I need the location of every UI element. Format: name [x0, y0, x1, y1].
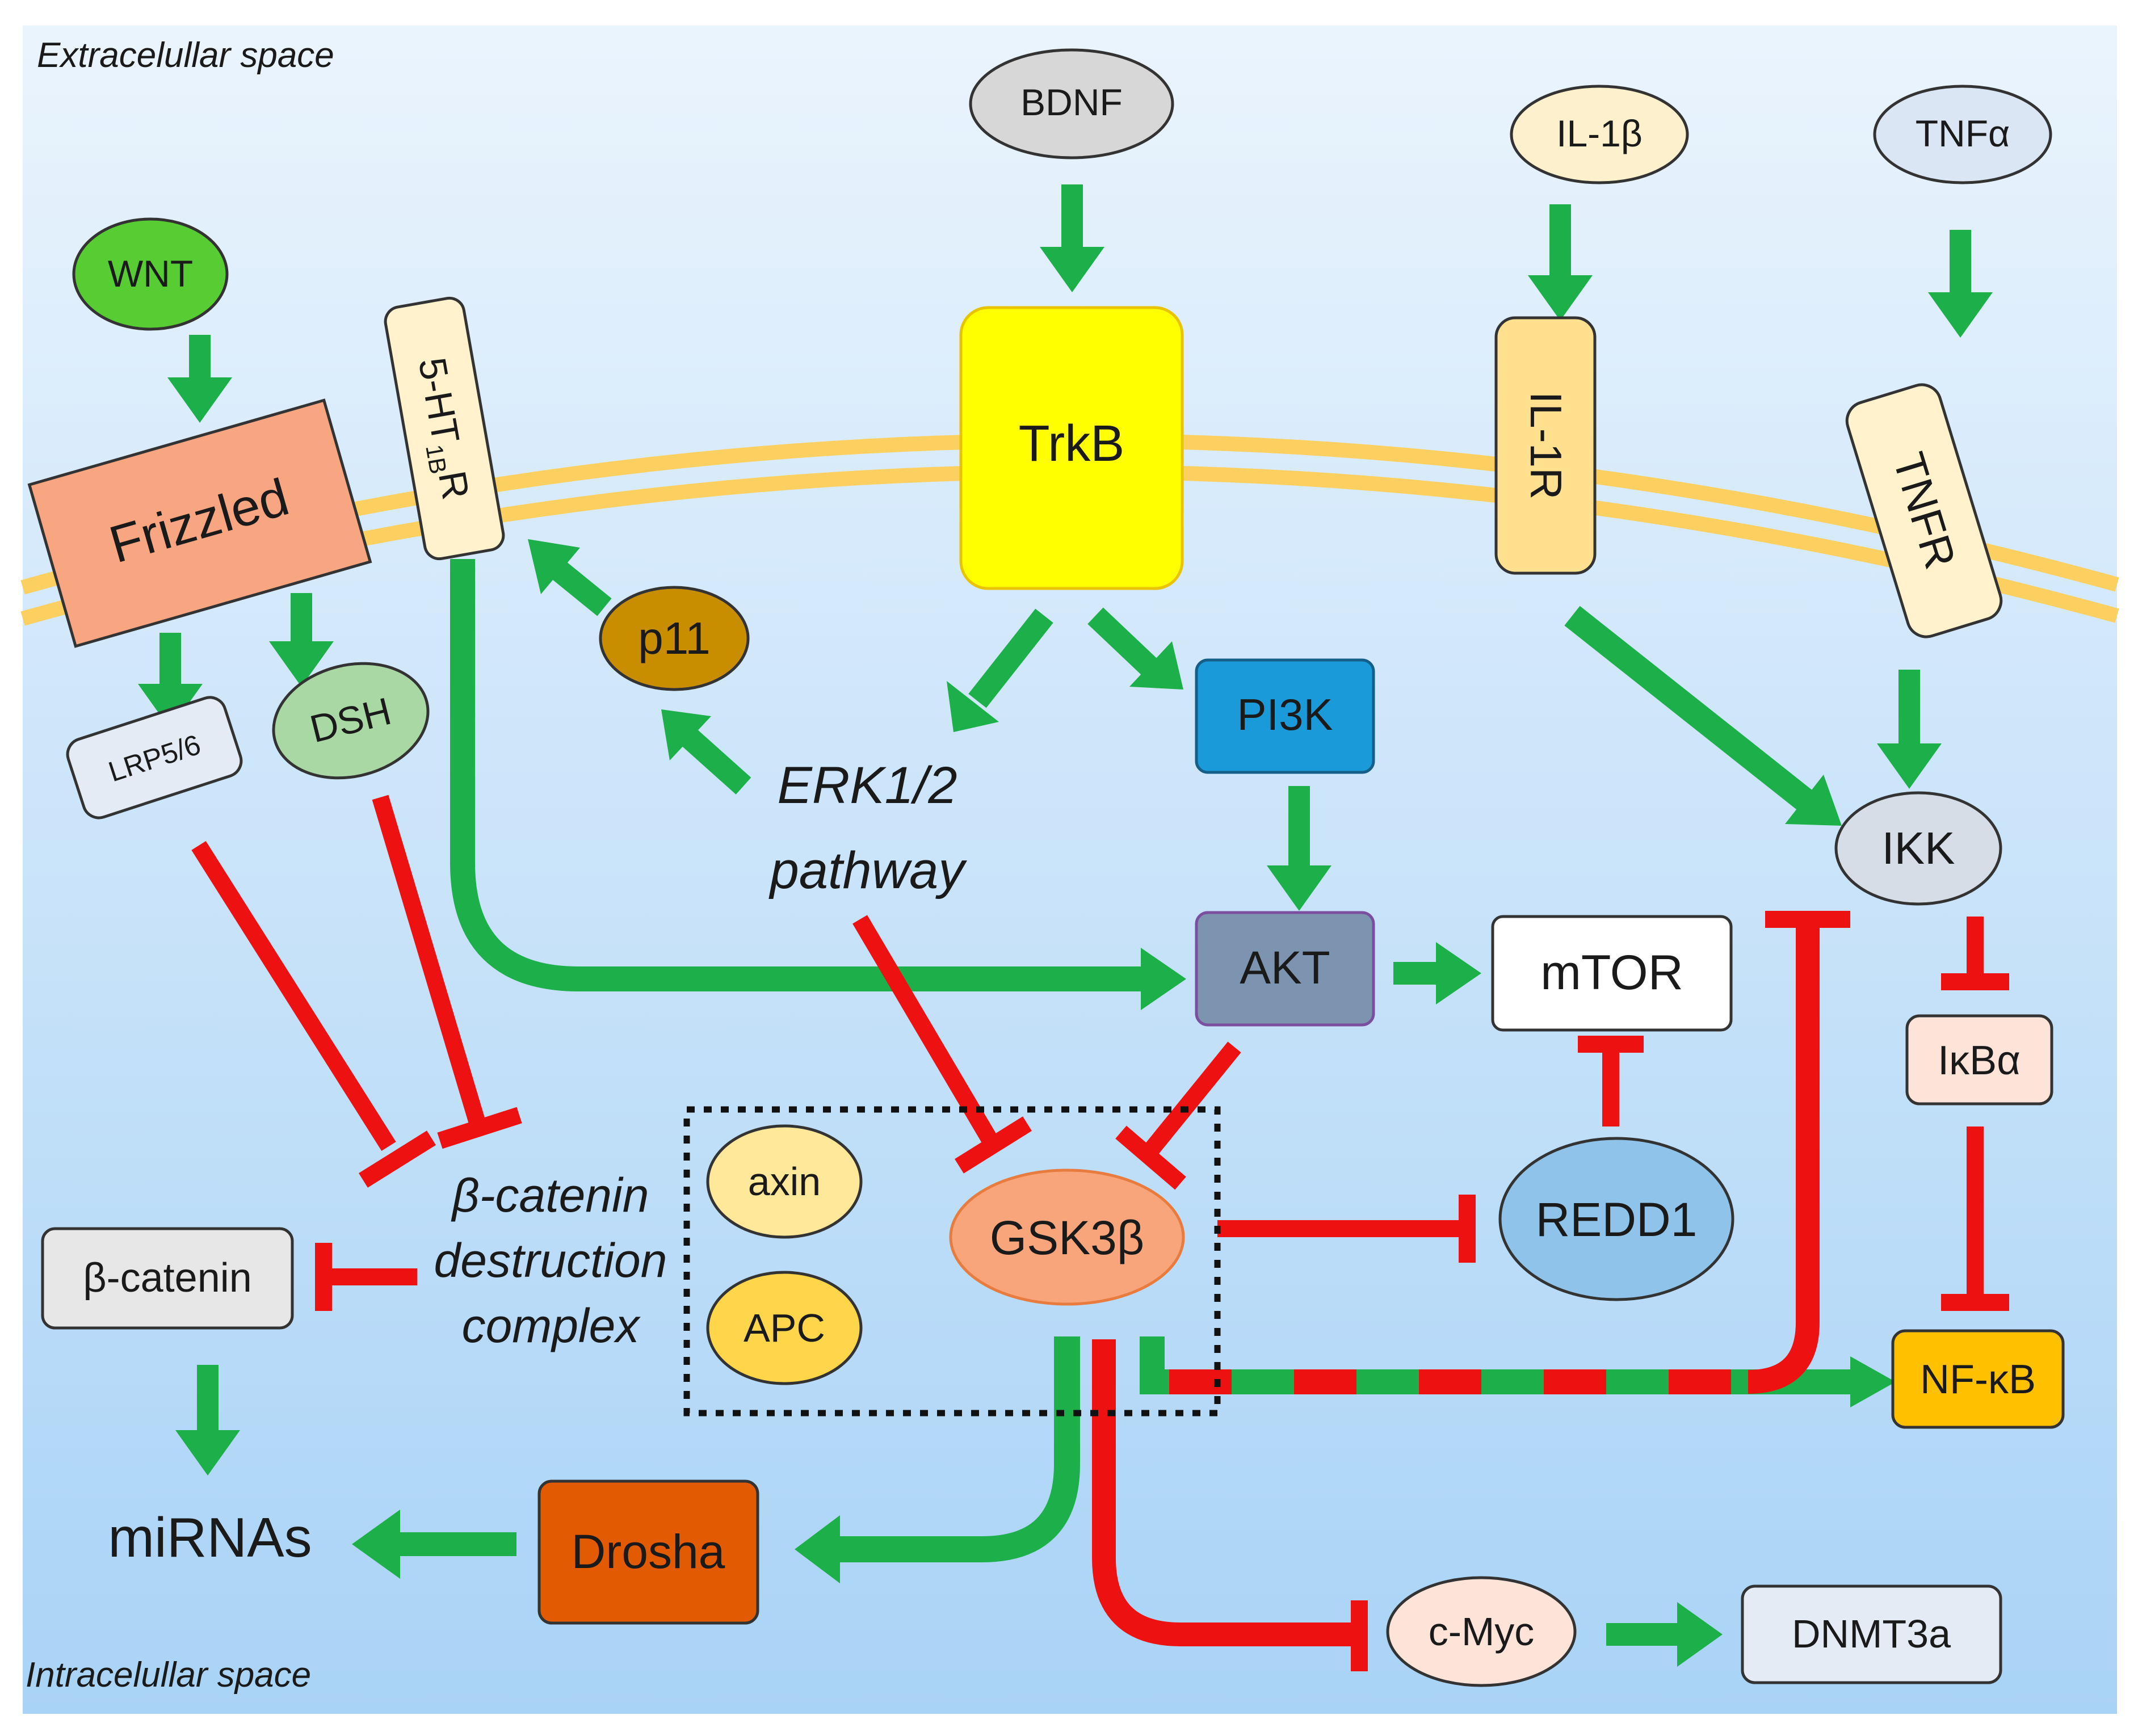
svg-text:axin: axin — [748, 1159, 821, 1204]
inhibit-gsk3b-to-cmyc — [1092, 1339, 1368, 1671]
svg-text:c-Myc: c-Myc — [1429, 1609, 1535, 1654]
node-mirnas: miRNAs — [108, 1506, 312, 1569]
node-5ht1br: 5-HT1BR — [384, 296, 505, 561]
extracellular-label: Extracelullar space — [37, 36, 334, 75]
svg-text:IL-1R: IL-1R — [1521, 392, 1571, 500]
node-il1b: IL-1β — [1510, 85, 1689, 184]
arrow-frizzled-to-dsh — [269, 593, 334, 687]
inhibit-ikk-nfkb-path — [1748, 911, 1850, 1394]
svg-text:IκBα: IκBα — [1938, 1038, 2021, 1083]
node-cmyc: c-Myc — [1386, 1576, 1577, 1687]
svg-text:ERK1/2: ERK1/2 — [777, 756, 957, 814]
node-tnfr: TNFR — [1845, 383, 2003, 638]
svg-text:DNMT3a: DNMT3a — [1792, 1612, 1951, 1656]
node-bdnf: BDNF — [969, 48, 1174, 159]
svg-text:destruction: destruction — [434, 1234, 667, 1287]
arrow-p11-to-5ht1br — [528, 539, 612, 616]
svg-text:WNT: WNT — [108, 253, 193, 295]
node-trkb: TrkB — [959, 306, 1184, 590]
svg-text:β-catenin: β-catenin — [451, 1168, 649, 1222]
node-beta-catenin: β-catenin — [41, 1227, 294, 1330]
node-destruction-complex-label: β-catenin destruction complex — [434, 1168, 667, 1352]
svg-text:p11: p11 — [638, 613, 711, 663]
intracellular-label: Intracelullar space — [26, 1655, 311, 1695]
node-mtor: mTOR — [1491, 915, 1733, 1032]
arrow-gsk3b-to-nfkb — [1140, 1336, 1853, 1394]
arrow-il1r-to-ikk — [1564, 606, 1842, 826]
activation-arrows — [138, 184, 1993, 1667]
inhibit-destruction-complex-to-bcat — [315, 1243, 417, 1311]
arrow-trkb-to-erk — [947, 608, 1053, 732]
arrow-gsk3b-to-drosha — [837, 1336, 1080, 1562]
svg-text:Drosha: Drosha — [572, 1525, 725, 1578]
destruction-complex-box — [683, 1106, 1221, 1416]
arrow-cmyc-to-dnmt3a — [1606, 1602, 1723, 1667]
node-axin: axin — [706, 1124, 863, 1239]
svg-text:IL-1β: IL-1β — [1556, 112, 1643, 154]
svg-text:AKT: AKT — [1240, 942, 1330, 994]
node-pi3k: PI3K — [1195, 658, 1375, 774]
inhibit-erk-to-gsk3b — [852, 915, 1032, 1174]
node-wnt: WNT — [72, 217, 229, 331]
arrow-tnfa-to-tnfr — [1928, 230, 1993, 338]
arrow-pi3k-to-akt — [1267, 786, 1331, 911]
node-ikba: IκBα — [1905, 1014, 2053, 1106]
activation-strokes — [450, 539, 1853, 1562]
inhibition-lines — [191, 795, 2009, 1671]
svg-text:BDNF: BDNF — [1020, 81, 1123, 123]
arrowhead-nfkb — [1850, 1356, 1896, 1407]
node-apc: APC — [706, 1271, 863, 1385]
svg-text:IKK: IKK — [1882, 823, 1955, 873]
arrow-5ht1br-to-akt — [450, 559, 1144, 991]
svg-text:complex: complex — [462, 1299, 641, 1352]
inhibit-akt-to-gsk3b — [1115, 1041, 1241, 1190]
node-gsk3b: GSK3β — [949, 1168, 1185, 1306]
arrow-trkb-to-pi3k — [1087, 607, 1183, 690]
node-p11: p11 — [599, 586, 750, 691]
svg-text:NF-κB: NF-κB — [1920, 1357, 2036, 1402]
arrowhead-drosha — [795, 1515, 840, 1583]
node-akt: AKT — [1195, 911, 1375, 1027]
node-redd1: REDD1 — [1498, 1137, 1734, 1301]
arrow-erk-to-p11 — [661, 709, 751, 795]
arrow-akt-to-mtor — [1393, 942, 1481, 1004]
arrow-bdnf-to-trkb — [1040, 184, 1104, 292]
node-ikk: IKK — [1834, 791, 2002, 906]
arrow-tnfr-to-ikk — [1877, 670, 1942, 789]
svg-text:TrkB: TrkB — [1019, 415, 1125, 472]
inhibit-lrp-to-destruction-complex — [191, 840, 436, 1188]
svg-text:β-catenin: β-catenin — [83, 1255, 252, 1301]
inhibit-gsk3b-to-redd1 — [1217, 1195, 1476, 1263]
node-nfkb: NF-κB — [1891, 1329, 2065, 1429]
inhibit-ikba-to-nfkb — [1941, 1126, 2009, 1311]
svg-text:REDD1: REDD1 — [1536, 1193, 1698, 1246]
inhibit-dsh-to-destruction-complex — [372, 795, 522, 1149]
node-drosha: Drosha — [537, 1479, 759, 1625]
node-lrp56: LRP5/6 — [66, 696, 243, 819]
svg-text:APC: APC — [744, 1306, 825, 1350]
svg-text:5-HT1BR: 5-HT1BR — [406, 355, 477, 503]
node-tnfa: TNFα — [1873, 85, 2052, 184]
arrowhead-akt-left — [1141, 948, 1186, 1010]
svg-text:mTOR: mTOR — [1540, 945, 1683, 1000]
svg-text:TNFα: TNFα — [1916, 112, 2010, 154]
arrow-wnt-to-frizzled — [167, 335, 232, 423]
node-frizzled: Frizzled — [27, 398, 372, 648]
inhibit-redd1-to-mtor — [1578, 1036, 1644, 1126]
node-il1r: IL-1R — [1494, 316, 1597, 575]
node-erk-pathway: ERK1/2 pathway — [768, 756, 968, 899]
arrow-bcat-to-mirnas — [175, 1365, 240, 1476]
svg-text:PI3K: PI3K — [1237, 690, 1333, 739]
inhibit-ikk-to-ikba — [1941, 917, 2009, 990]
arrow-frizzled-to-lrp — [138, 633, 203, 729]
arrow-il1b-to-il1r — [1528, 204, 1593, 321]
svg-text:GSK3β: GSK3β — [990, 1211, 1144, 1264]
arrow-drosha-to-mirnas — [352, 1510, 516, 1579]
svg-text:pathway: pathway — [768, 842, 968, 899]
node-dsh: DSH — [272, 662, 430, 780]
node-dnmt3a: DNMT3a — [1741, 1584, 2002, 1684]
